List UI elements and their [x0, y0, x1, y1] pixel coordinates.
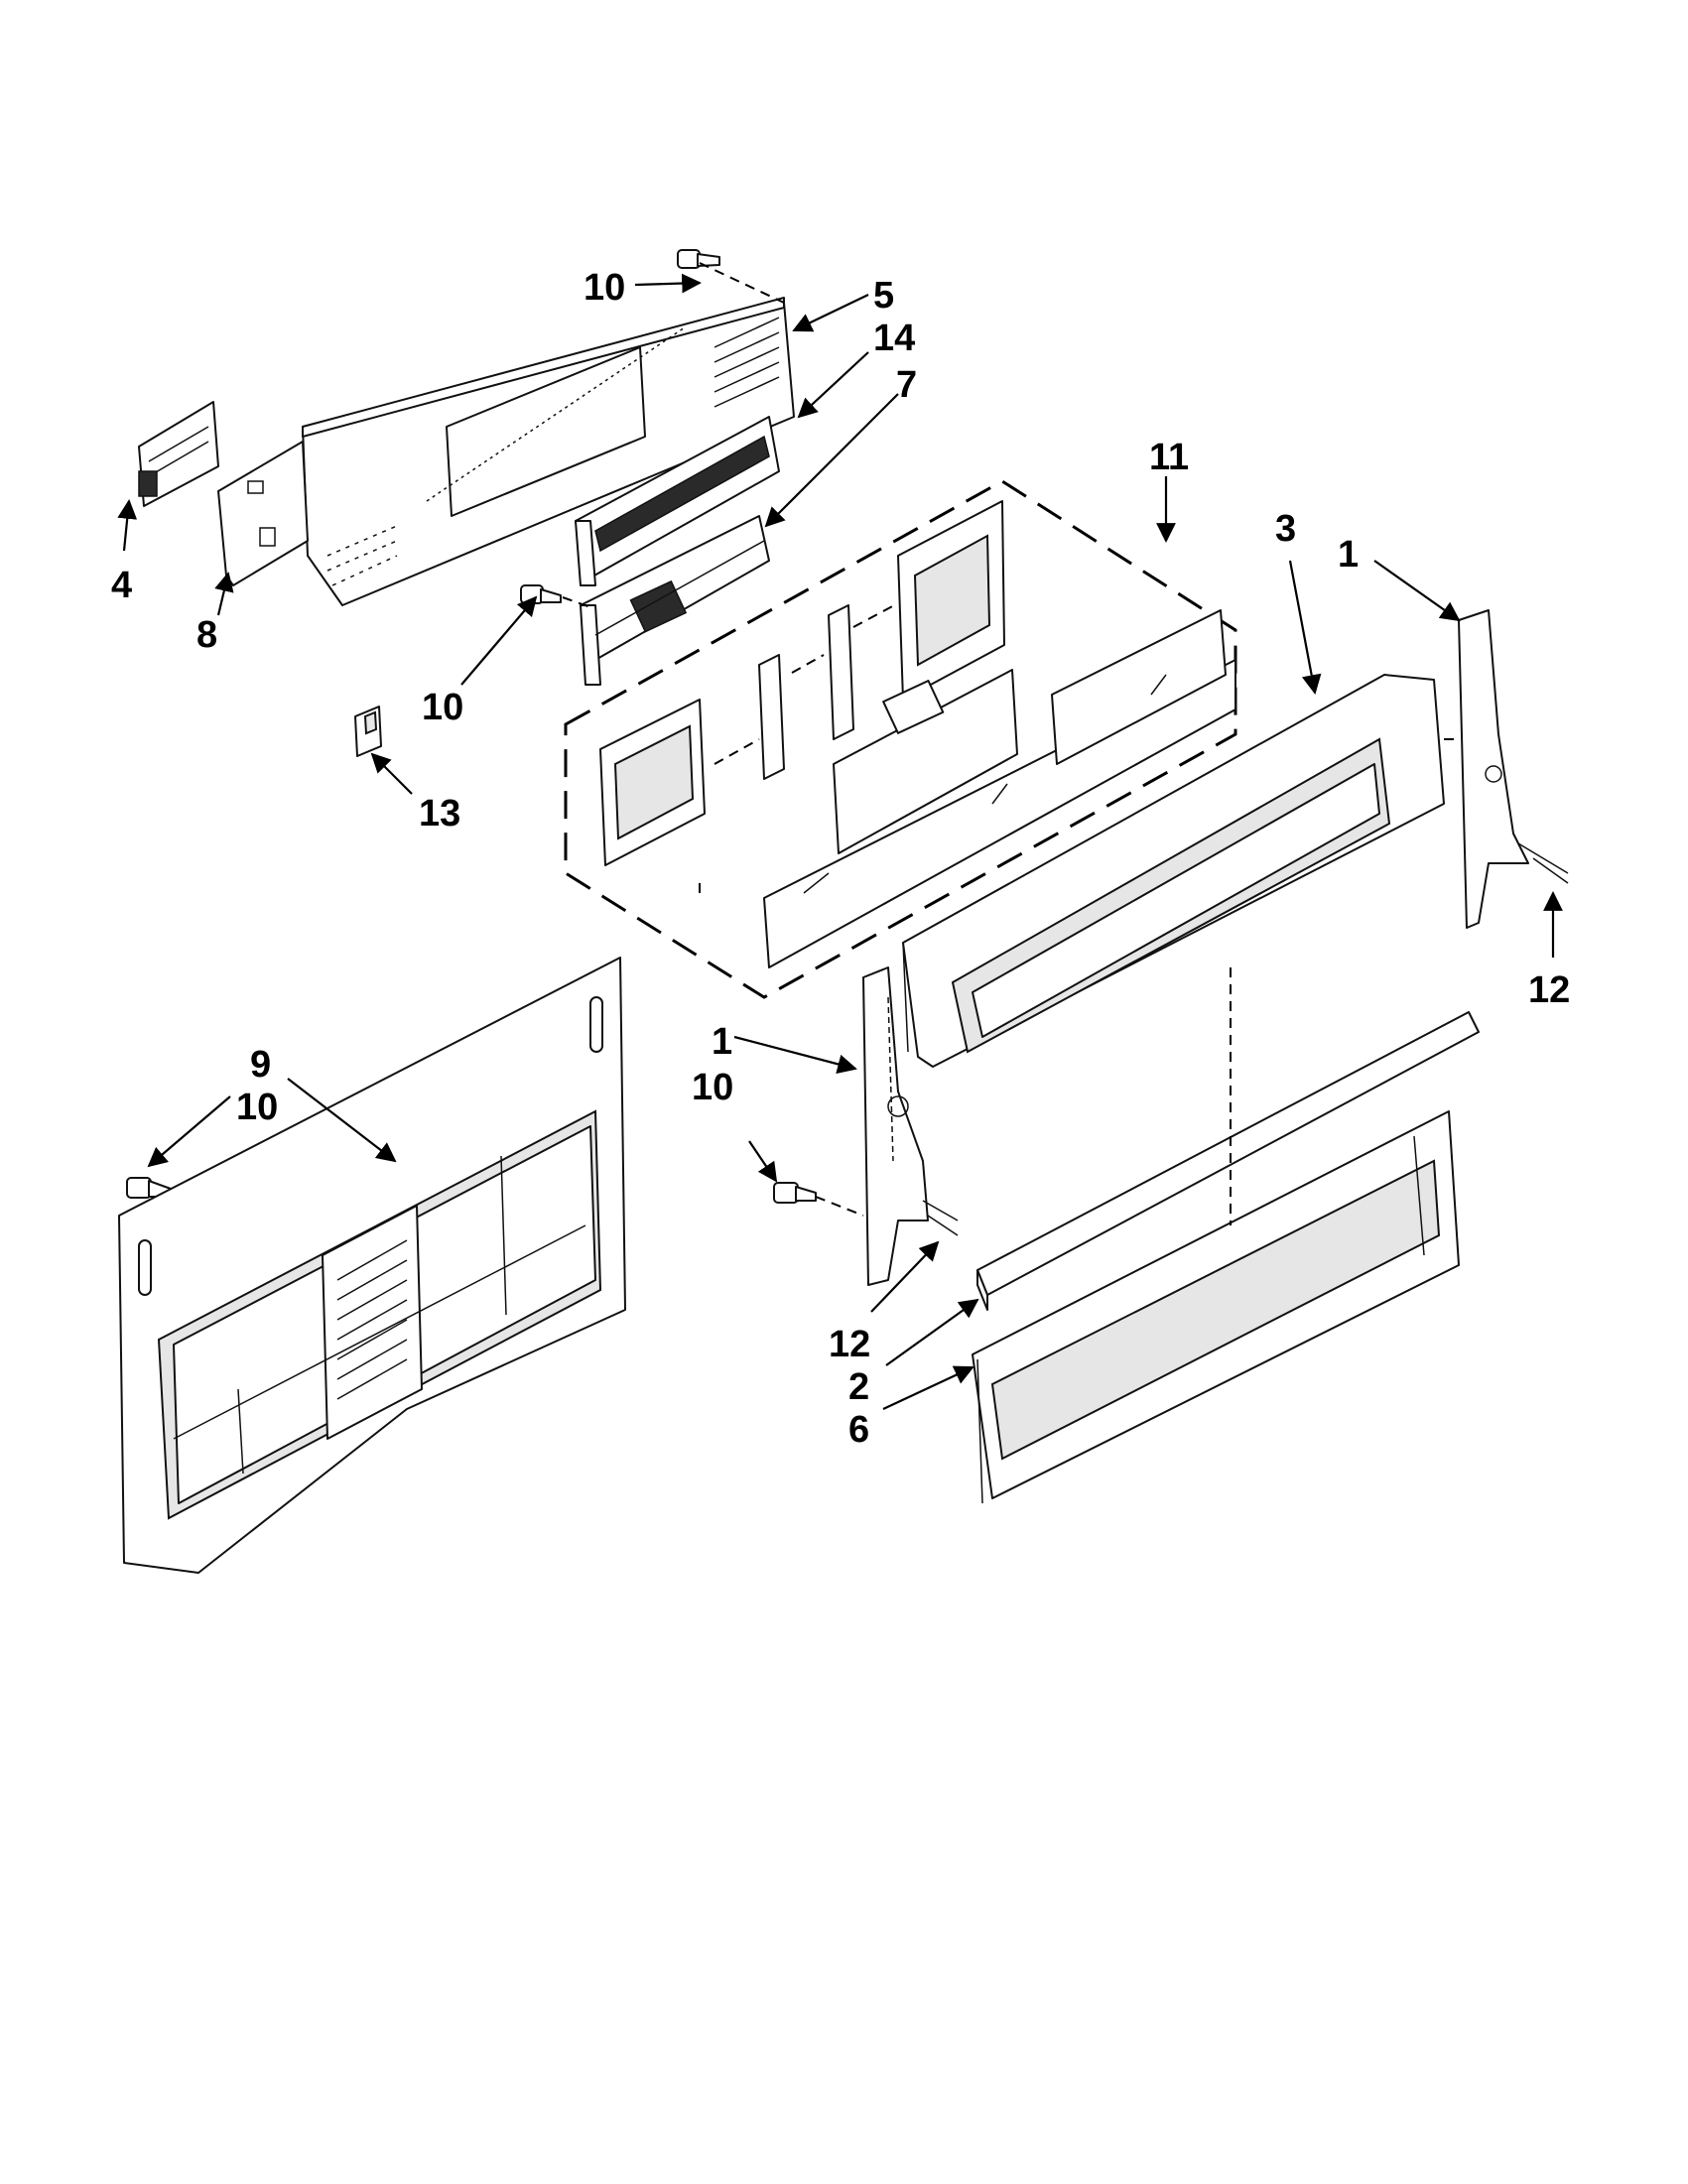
callout-10: 10 — [584, 267, 625, 309]
callout-5: 5 — [873, 275, 894, 317]
screw-part-10-left — [126, 1177, 172, 1199]
screw-part-10-mid — [520, 584, 562, 604]
callout-14: 14 — [873, 318, 915, 359]
callout-7: 7 — [896, 364, 917, 406]
trim-frame-part-3 — [902, 674, 1445, 1068]
callout-6: 6 — [848, 1409, 869, 1451]
bracket-plate-part-8 — [217, 441, 309, 586]
callout-1: 1 — [1338, 534, 1359, 576]
side-bracket-part-1-left — [862, 966, 959, 1286]
callout-10: 10 — [236, 1087, 278, 1128]
callout-13: 13 — [419, 793, 460, 835]
overlay-assembly-part-11 — [564, 479, 1237, 999]
clip-part-13 — [354, 706, 382, 757]
side-bracket-part-1-right — [1458, 609, 1569, 929]
screw-part-10-top — [677, 249, 720, 269]
callout-3: 3 — [1275, 508, 1296, 550]
callout-1: 1 — [712, 1021, 732, 1063]
callout-2: 2 — [848, 1366, 869, 1408]
screw-part-10-right — [773, 1182, 817, 1204]
back-panel-part-9 — [118, 957, 626, 1574]
rail-part-2 — [976, 1011, 1480, 1311]
kick-plate-part-6 — [972, 1110, 1460, 1504]
callout-4: 4 — [111, 565, 132, 606]
callout-12: 12 — [1528, 969, 1570, 1011]
callout-10: 10 — [422, 687, 463, 728]
callout-10: 10 — [692, 1067, 733, 1108]
callout-11: 11 — [1149, 437, 1189, 478]
callout-8: 8 — [196, 614, 217, 656]
callout-12: 12 — [829, 1324, 870, 1365]
callout-9: 9 — [250, 1044, 271, 1086]
control-panel-part-5 — [302, 297, 795, 606]
control-board-part-7 — [580, 515, 770, 686]
display-window-part-14 — [575, 416, 780, 586]
circuit-board-part-4 — [138, 401, 219, 507]
